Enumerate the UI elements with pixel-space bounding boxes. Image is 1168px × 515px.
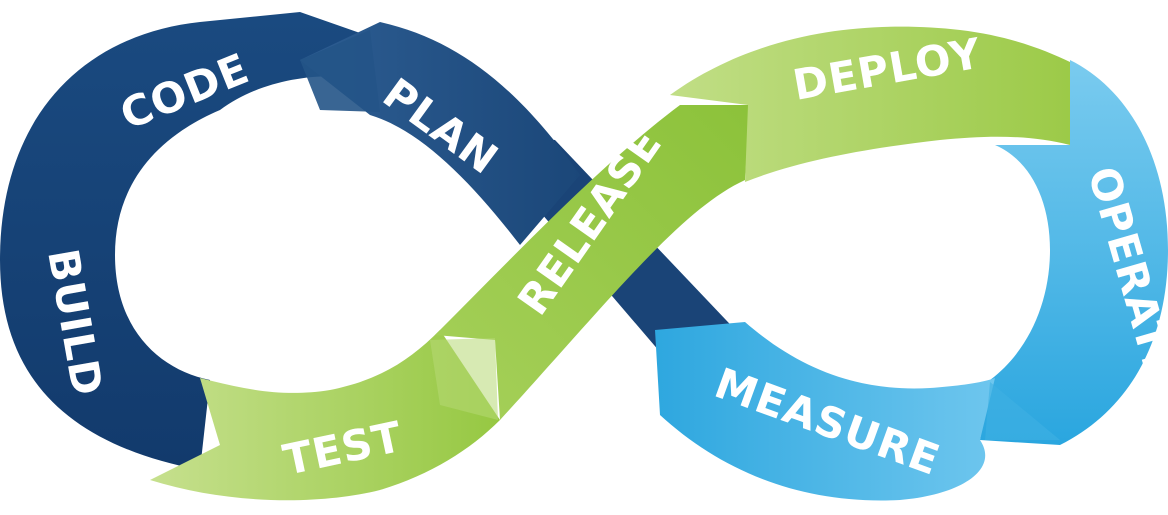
test-segment bbox=[150, 330, 500, 501]
left-loop-dev-segment bbox=[0, 12, 380, 470]
deploy-segment bbox=[670, 26, 1070, 182]
blue-notch-accent bbox=[985, 382, 1060, 440]
operate-segment bbox=[980, 60, 1168, 445]
measure-segment bbox=[655, 322, 995, 501]
green-notch-accent bbox=[430, 338, 498, 420]
release-segment bbox=[435, 105, 750, 420]
code-plan-seam bbox=[300, 30, 380, 112]
